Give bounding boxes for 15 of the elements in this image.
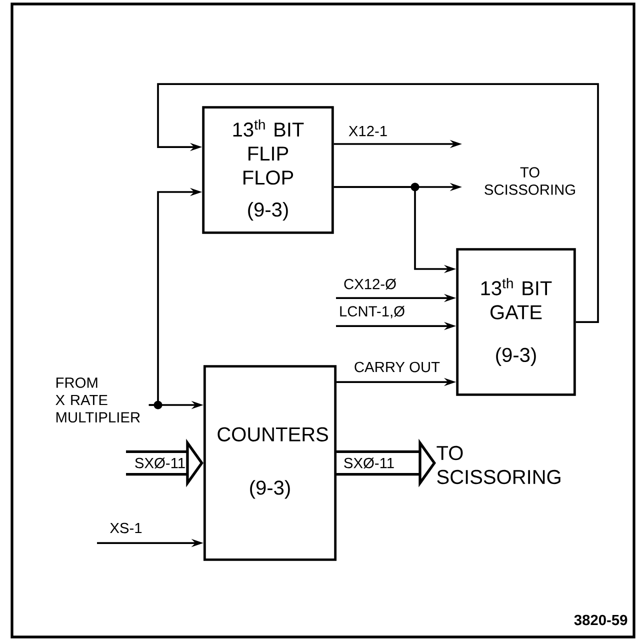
edge-label: LCNT-1,Ø: [340, 306, 405, 318]
edge-label: CX12-Ø: [344, 278, 396, 290]
edge-label: XS-1: [110, 522, 142, 534]
edge-label: SXØ-11: [135, 458, 185, 468]
signal-text: TO SCISSORING: [436, 446, 560, 484]
signal-text: TO SCISSORING: [484, 167, 575, 195]
edge-label: X12-1: [348, 126, 387, 136]
signal-text: FROM X RATE MULTIPLIER: [56, 378, 140, 423]
edge-label: CARRY OUT: [354, 362, 440, 372]
block-box: COUNTERS (9-3): [203, 365, 337, 561]
block-box: 13$^{th}$ BIT GATE (9-3): [456, 248, 576, 396]
edge-label: SXØ-11: [344, 458, 394, 468]
arrow: [157, 83, 599, 323]
figure-number: 3820-59: [574, 614, 628, 626]
block-box: 13$^{th}$ BIT FLIP FLOP (9-3): [202, 106, 334, 234]
